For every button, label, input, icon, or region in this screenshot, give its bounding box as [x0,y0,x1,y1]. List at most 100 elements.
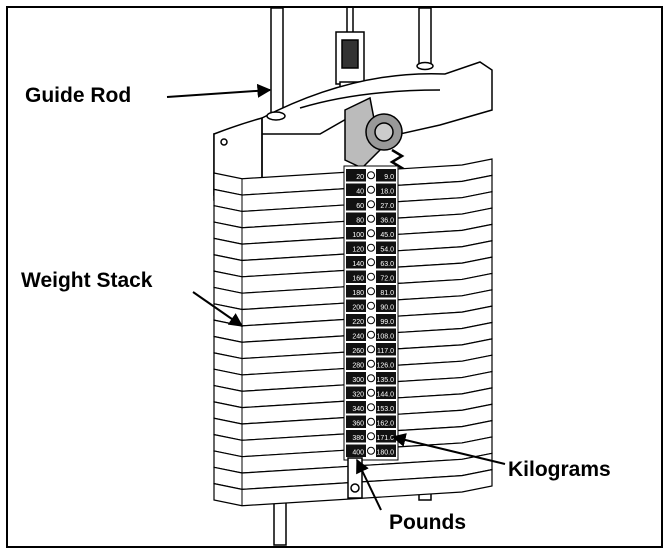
arrow-kilograms [391,433,506,465]
arrow-weight-stack [192,291,244,327]
pound-tag [346,444,366,457]
pound-value: 20 [356,174,364,181]
kilogram-value: 9.0 [384,174,394,181]
pin-hole [367,272,375,281]
kilogram-value: 81.0 [380,290,394,297]
pound-value: 120 [352,247,364,254]
kilogram-value: 108.0 [376,334,394,341]
kilogram-value: 117.0 [377,348,394,355]
kilogram-tag [376,241,396,254]
arrow-guide-rod [166,83,272,98]
pin-hole [367,200,375,209]
pound-value: 80 [356,218,364,225]
pin-hole [367,403,375,412]
pound-tag [346,314,366,327]
kilogram-tag [376,299,396,312]
kilogram-value: 54.0 [380,247,394,254]
pound-value: 340 [352,406,364,413]
pound-tag [346,285,366,298]
kilogram-tag [376,198,396,211]
pound-tag [346,256,366,269]
kilogram-tag [376,227,396,240]
kilogram-tag [376,386,396,399]
kilogram-tag [376,401,396,414]
kilogram-value: 18.0 [380,189,394,196]
pin-hole [367,446,375,455]
kilograms-label: Kilograms [508,458,611,481]
kilogram-value: 36.0 [380,218,394,225]
pound-value: 300 [352,377,364,384]
pound-tag [346,343,366,356]
kilogram-value: 126.0 [376,363,394,370]
pound-value: 240 [352,334,364,341]
cable-assembly [335,8,365,93]
kilogram-tag [376,256,396,269]
pound-tag [346,328,366,341]
pound-tag [346,401,366,414]
kilogram-value: 171.0 [376,435,394,442]
pin-hole [367,374,375,383]
pound-value: 220 [352,319,364,326]
pound-value: 400 [352,450,364,457]
kilogram-value: 180.0 [376,450,394,457]
pound-tag [346,386,366,399]
kilogram-tag [376,328,396,341]
kilogram-tag [376,314,396,327]
pin-hole [367,214,375,223]
pound-tag [346,372,366,385]
guide-rod-right-top [418,7,432,69]
kilogram-tag [376,169,396,182]
kilogram-tag [376,285,396,298]
pound-tag [346,169,366,182]
pound-value: 100 [352,232,364,239]
arrow-pounds [356,458,382,511]
pin-hole [367,258,375,267]
kilogram-tag [376,343,396,356]
kilogram-value: 153.0 [376,406,394,413]
pound-value: 380 [352,435,364,442]
kilogram-tag [376,212,396,225]
pin-hole [367,316,375,325]
pound-value: 260 [352,348,364,355]
kilogram-value: 27.0 [380,203,394,210]
pound-tag [346,212,366,225]
pound-value: 200 [352,305,364,312]
kilogram-value: 90.0 [380,305,394,312]
kilogram-tag [376,444,396,457]
pin-hole [367,417,375,426]
pin-hole [367,388,375,397]
pound-tag [346,241,366,254]
pound-tag [346,415,366,428]
weight-stack-label: Weight Stack [21,269,153,292]
kilogram-tag [376,357,396,370]
pin-hole [367,185,375,194]
kilogram-value: 162.0 [376,421,394,428]
pin-hole [367,229,375,238]
kilogram-tag [376,430,396,443]
kilogram-value: 63.0 [380,261,394,268]
pound-value: 180 [352,290,364,297]
pound-tag [346,299,366,312]
callout-arrows [166,83,506,511]
guide-rod-label: Guide Rod [25,84,132,107]
pin-hole [367,432,375,441]
pound-value: 360 [352,421,364,428]
kilogram-tag [376,270,396,283]
kilogram-value: 144.0 [376,392,394,399]
kilogram-tag [376,372,396,385]
kilogram-value: 45.0 [380,232,394,239]
pin-hole [367,359,375,368]
kilogram-value: 135.0 [376,377,394,384]
pound-value: 160 [352,276,364,283]
selector-assembly [344,96,405,206]
kilogram-value: 72.0 [380,276,394,283]
pin-hole [367,171,375,180]
pound-tag [346,183,366,196]
pound-value: 280 [352,363,364,370]
pound-tag [346,270,366,283]
pound-value: 60 [356,203,364,210]
pound-value: 320 [352,392,364,399]
pound-value: 140 [352,261,364,268]
